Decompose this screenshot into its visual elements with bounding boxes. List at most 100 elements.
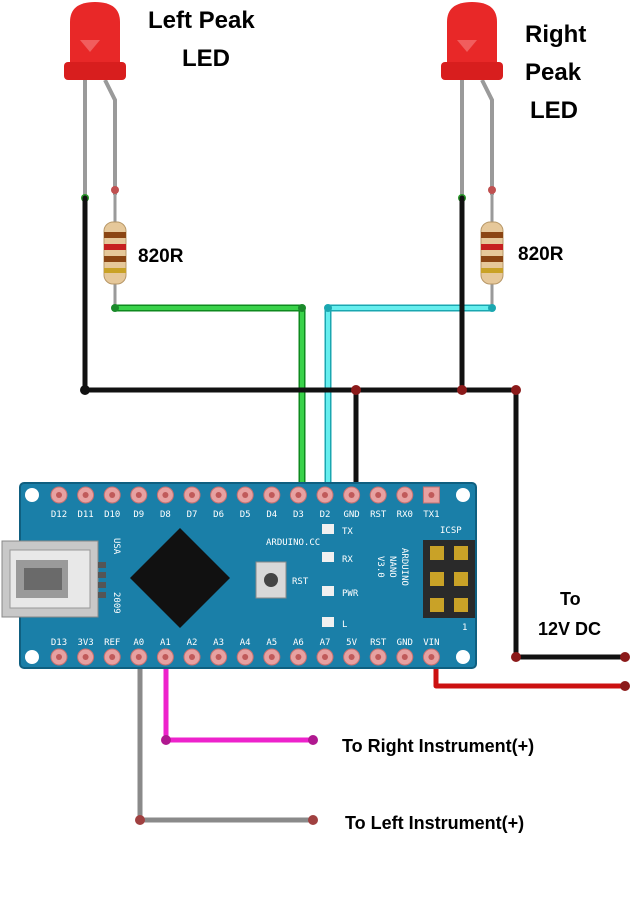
left-led-label: Left Peak LED — [148, 7, 255, 72]
icsp-header — [423, 540, 475, 618]
top-pin-hole-tx1 — [428, 492, 435, 498]
top-pin-label-d10: D10 — [104, 510, 120, 520]
bottom-pin-label-a2: A2 — [187, 638, 198, 648]
top-pin-label-d6: D6 — [213, 510, 224, 520]
usa-label: USA — [111, 538, 121, 555]
right-led — [441, 2, 503, 202]
bottom-pin-label-d13: D13 — [51, 638, 67, 648]
top-pin-label-d12: D12 — [51, 510, 67, 520]
bottom-pin-hole-a7 — [322, 654, 328, 660]
reset-label: RST — [292, 577, 309, 587]
power-label: To 12V DC — [538, 589, 601, 639]
bottom-pin-label-ref: REF — [104, 638, 120, 648]
top-pin-label-d3: D3 — [293, 510, 304, 520]
top-pin-hole-d9 — [135, 492, 142, 498]
board-brand: ARDUINO.CC — [266, 538, 320, 548]
top-pin-label-d4: D4 — [266, 510, 277, 520]
led-l-label: L — [342, 620, 347, 630]
bottom-pin-hole-gnd — [401, 654, 408, 660]
wire-magenta — [163, 654, 316, 743]
bottom-pin-hole-a2 — [189, 654, 195, 660]
top-pin-hole-d6 — [215, 492, 222, 498]
power-label-line1: To — [560, 589, 581, 609]
wire-green — [111, 304, 306, 499]
left-resistor-label: 820R — [138, 246, 184, 267]
bottom-pin-hole-3v3 — [82, 654, 89, 660]
right-resistor — [480, 195, 504, 308]
left-led-label-line1: Left Peak — [148, 7, 255, 34]
bottom-pin-label-a0: A0 — [133, 638, 144, 648]
bottom-pin-hole-5v — [348, 654, 355, 660]
reset-button — [255, 561, 287, 599]
bottom-pin-hole-a6 — [295, 654, 302, 660]
top-pin-label-d7: D7 — [187, 510, 198, 520]
left-resistor — [103, 195, 127, 308]
junctions — [80, 304, 630, 825]
top-pin-hole-d7 — [189, 492, 195, 498]
bottom-pin-label-vin: VIN — [423, 638, 439, 648]
left-led-label-line2: LED — [182, 45, 230, 72]
right-resistor-label: 820R — [518, 244, 564, 265]
top-pin-hole-gnd — [348, 492, 355, 498]
bottom-pin-hole-d13 — [56, 654, 62, 660]
bottom-pin-label-a1: A1 — [160, 638, 171, 648]
top-pin-label-rx0: RX0 — [397, 510, 413, 520]
icsp-pin-one: 1 — [462, 623, 467, 633]
board-name-1: ARDUINO — [399, 548, 409, 586]
bottom-pin-hole-rst — [375, 654, 382, 660]
bottom-pin-label-5v: 5V — [346, 638, 357, 648]
bottom-pin-label-a4: A4 — [240, 638, 251, 648]
top-pin-label-rst: RST — [370, 510, 387, 520]
right-led-label-line2: Peak — [525, 59, 582, 86]
bottom-pin-hole-vin — [428, 654, 435, 660]
right-led-label-line1: Right — [525, 21, 586, 48]
top-pin-hole-d4 — [268, 492, 275, 498]
bottom-pin-label-a6: A6 — [293, 638, 304, 648]
board-name-2: NANO — [387, 556, 397, 578]
top-pin-hole-rx0 — [401, 492, 408, 498]
top-pin-hole-d3 — [295, 492, 302, 498]
top-pin-hole-d12 — [56, 492, 62, 498]
led-pwr-label: PWR — [342, 589, 359, 599]
bottom-pin-label-gnd: GND — [397, 638, 413, 648]
year-label: 2009 — [111, 592, 121, 614]
top-pin-label-d2: D2 — [320, 510, 331, 520]
top-pin-hole-d8 — [162, 492, 169, 498]
top-pin-label-tx1: TX1 — [423, 510, 439, 520]
bottom-pin-hole-a4 — [242, 654, 249, 660]
bottom-pin-label-rst: RST — [370, 638, 387, 648]
bottom-pin-label-a5: A5 — [266, 638, 277, 648]
left-instrument-label: To Left Instrument(+) — [345, 813, 524, 833]
mcu-chip — [130, 528, 230, 628]
bottom-pin-hole-a3 — [215, 654, 222, 660]
right-led-label-line3: LED — [530, 97, 578, 124]
top-pin-label-d11: D11 — [77, 510, 93, 520]
top-pin-hole-d5 — [242, 492, 249, 498]
bottom-pin-label-a7: A7 — [320, 638, 331, 648]
wire-cyan — [324, 304, 496, 499]
top-pin-label-d9: D9 — [133, 510, 144, 520]
left-led — [64, 2, 126, 202]
right-instrument-label: To Right Instrument(+) — [342, 736, 534, 756]
board-name-3: V3.0 — [375, 556, 385, 578]
right-led-label: Right Peak LED — [525, 21, 586, 124]
top-pin-hole-d11 — [82, 492, 89, 498]
bottom-pin-hole-a1 — [162, 654, 169, 660]
bottom-pin-hole-ref — [109, 654, 116, 660]
power-label-line2: 12V DC — [538, 619, 601, 639]
bottom-pin-hole-a5 — [268, 654, 275, 660]
top-pin-label-d8: D8 — [160, 510, 171, 520]
top-pin-hole-d10 — [109, 492, 116, 498]
bottom-pin-hole-a0 — [135, 654, 142, 660]
icsp-label: ICSP — [440, 526, 462, 536]
led-rx-label: RX — [342, 555, 353, 565]
top-pin-hole-d2 — [322, 492, 328, 498]
led-tx-label: TX — [342, 527, 353, 537]
usb-connector — [1, 540, 106, 618]
bottom-pin-label-3v3: 3V3 — [77, 638, 93, 648]
top-pin-hole-rst — [375, 492, 382, 498]
